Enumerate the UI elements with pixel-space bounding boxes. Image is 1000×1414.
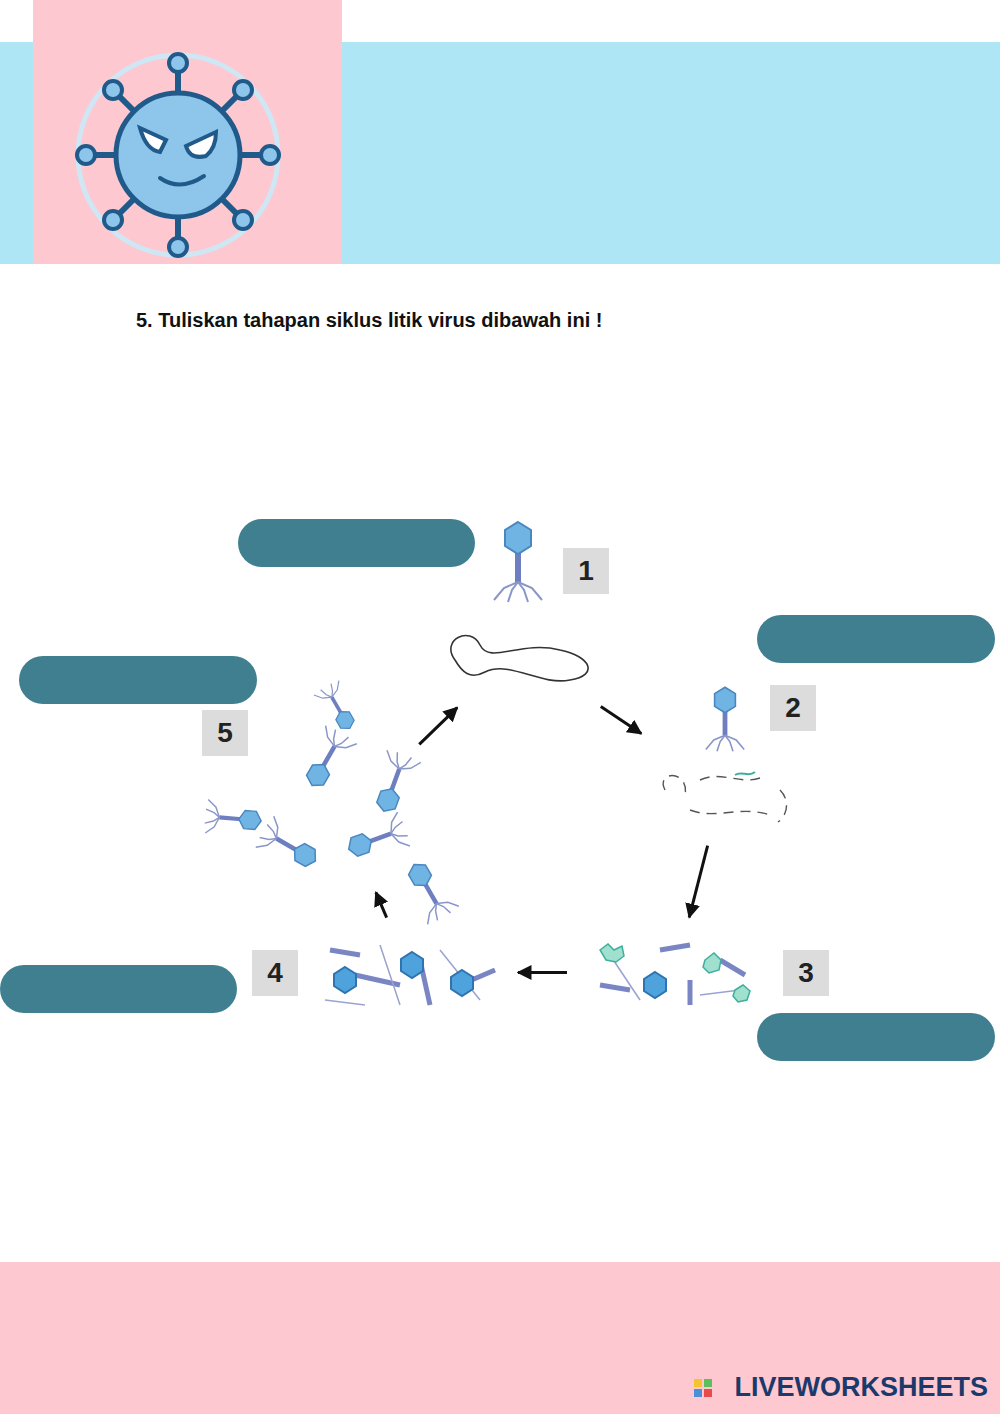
cycle-arrow: [601, 706, 641, 733]
callout-number: 5: [202, 710, 248, 756]
cell-outline: [625, 738, 820, 838]
question-title: 5. Tuliskan tahapan siklus litik virus d…: [136, 309, 602, 332]
cycle-arrow: [376, 892, 387, 917]
callout-number: 4: [252, 950, 298, 996]
cell-outline: [418, 598, 615, 702]
brand-label: LIVEWORKSHEETS: [734, 1372, 988, 1403]
bacterial-cell: 2: [625, 738, 820, 838]
callout-number: 2: [770, 685, 816, 731]
bacterial-cell: 5: [248, 750, 440, 885]
cycle-arrow: [689, 846, 707, 918]
logo-mark: [694, 1379, 712, 1397]
cell-outline: [575, 925, 775, 1020]
bacterial-cell: 1: [418, 598, 615, 702]
cycle-arrow: [419, 708, 457, 745]
cell-outline: [310, 925, 510, 1020]
answer-pill: [0, 519, 995, 1061]
bacterial-cell: 3: [575, 925, 775, 1020]
cycle-arrow: [518, 971, 567, 974]
callout-number: 3: [783, 950, 829, 996]
bacterial-cell: 4: [310, 925, 510, 1020]
cell-outline: [248, 750, 440, 885]
virus-icon: [77, 54, 279, 256]
callout-number: 1: [563, 548, 609, 594]
